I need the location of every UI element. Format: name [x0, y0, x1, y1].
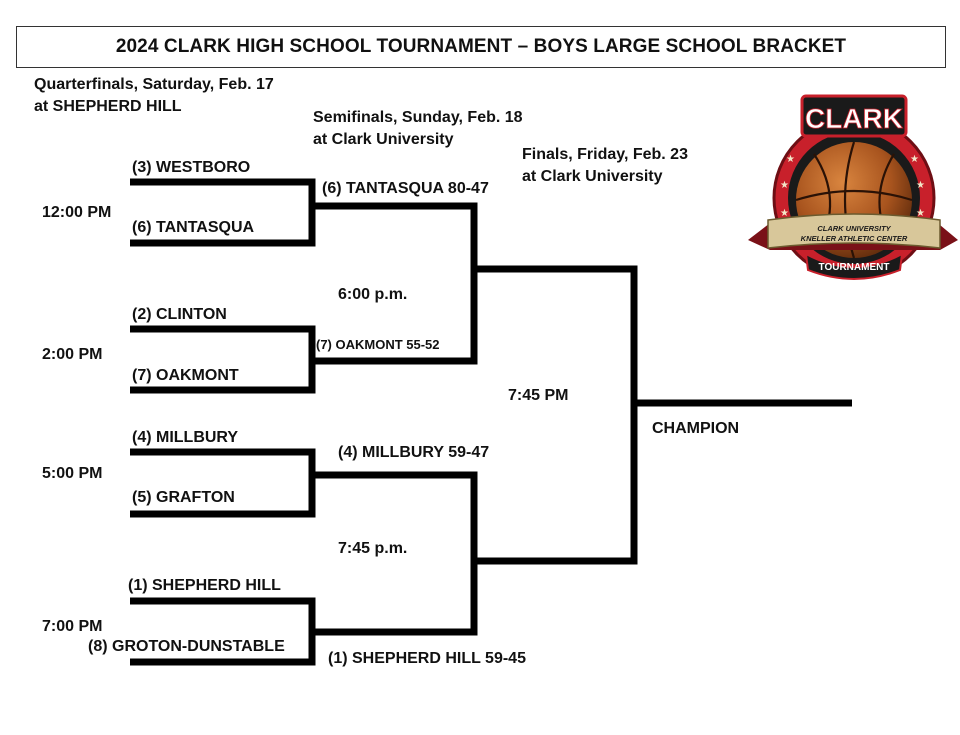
qf3-bracket-line	[130, 448, 316, 518]
qf4-team-bottom: (8) GROTON-DUNSTABLE	[88, 638, 285, 655]
qf3-team-bottom: (5) GRAFTON	[132, 489, 235, 506]
sf1-time: 6:00 p.m.	[338, 286, 408, 303]
svg-text:★: ★	[910, 154, 919, 165]
quarterfinals-venue: at SHEPHERD HILL	[34, 98, 182, 115]
finals-venue: at Clark University	[522, 168, 663, 185]
finals-date: Finals, Friday, Feb. 23	[522, 146, 688, 163]
bracket-title: 2024 CLARK HIGH SCHOOL TOURNAMENT – BOYS…	[115, 36, 847, 57]
sf2-time: 7:45 p.m.	[338, 540, 408, 557]
svg-text:★: ★	[786, 154, 795, 165]
semifinals-header: Semifinals, Sunday, Feb. 18 at Clark Uni…	[313, 107, 523, 151]
qf4-result: (1) SHEPHERD HILL 59-45	[328, 650, 526, 667]
qf1-result: (6) TANTASQUA 80-47	[322, 180, 489, 197]
qf1-time: 12:00 PM	[42, 204, 112, 221]
qf3-time: 5:00 PM	[42, 465, 103, 482]
final-bracket-line	[474, 265, 638, 565]
qf2-team-bottom: (7) OAKMONT	[132, 367, 239, 384]
logo-banner-text: TOURNAMENT	[819, 262, 890, 273]
svg-text:★: ★	[780, 208, 789, 219]
logo-bottom-banner	[804, 252, 904, 280]
semifinals-date: Semifinals, Sunday, Feb. 18	[313, 109, 523, 126]
qf1-team-bottom: (6) TANTASQUA	[132, 219, 255, 236]
quarterfinals-date: Quarterfinals, Saturday, Feb. 17	[34, 76, 274, 93]
logo-top-plate	[800, 94, 908, 138]
qf1-team-top: (3) WESTBORO	[132, 159, 251, 176]
qf1-bracket-line	[130, 178, 316, 247]
clark-tournament-logo: ★ ★ ★ ★ ★ ★ CLARK CLARK UNIVERSITY KNELLER …	[748, 94, 958, 280]
qf4-team-top: (1) SHEPHERD HILL	[128, 577, 281, 594]
logo-ribbon-line2: KNELLER ATHLETIC CENTER	[801, 234, 908, 243]
svg-text:★: ★	[780, 180, 789, 191]
qf2-team-top: (2) CLINTON	[132, 306, 227, 323]
champion-label: CHAMPION	[652, 420, 740, 437]
qf2-result: (7) OAKMONT 55-52	[316, 337, 440, 352]
qf3-result: (4) MILLBURY 59-47	[338, 444, 490, 461]
sf2-bracket-line	[312, 471, 478, 636]
qf4-time: 7:00 PM	[42, 618, 103, 635]
sf1-bracket-line	[312, 202, 478, 365]
logo-stars: ★ ★ ★ ★ ★ ★	[780, 154, 925, 219]
title-box: 2024 CLARK HIGH SCHOOL TOURNAMENT – BOYS…	[16, 26, 946, 68]
qf2-time: 2:00 PM	[42, 346, 103, 363]
svg-text:★: ★	[916, 208, 925, 219]
quarterfinals-header: Quarterfinals, Saturday, Feb. 17 at SHEP…	[34, 74, 274, 118]
logo-top-text: CLARK	[805, 103, 903, 134]
logo-ribbon	[767, 213, 941, 249]
svg-text:★: ★	[916, 180, 925, 191]
finals-header: Finals, Friday, Feb. 23 at Clark Univers…	[522, 144, 688, 188]
logo-ribbon-line1: CLARK UNIVERSITY	[817, 224, 891, 233]
qf3-team-top: (4) MILLBURY	[132, 429, 239, 446]
semifinals-venue: at Clark University	[313, 131, 454, 148]
final-time: 7:45 PM	[508, 387, 569, 404]
